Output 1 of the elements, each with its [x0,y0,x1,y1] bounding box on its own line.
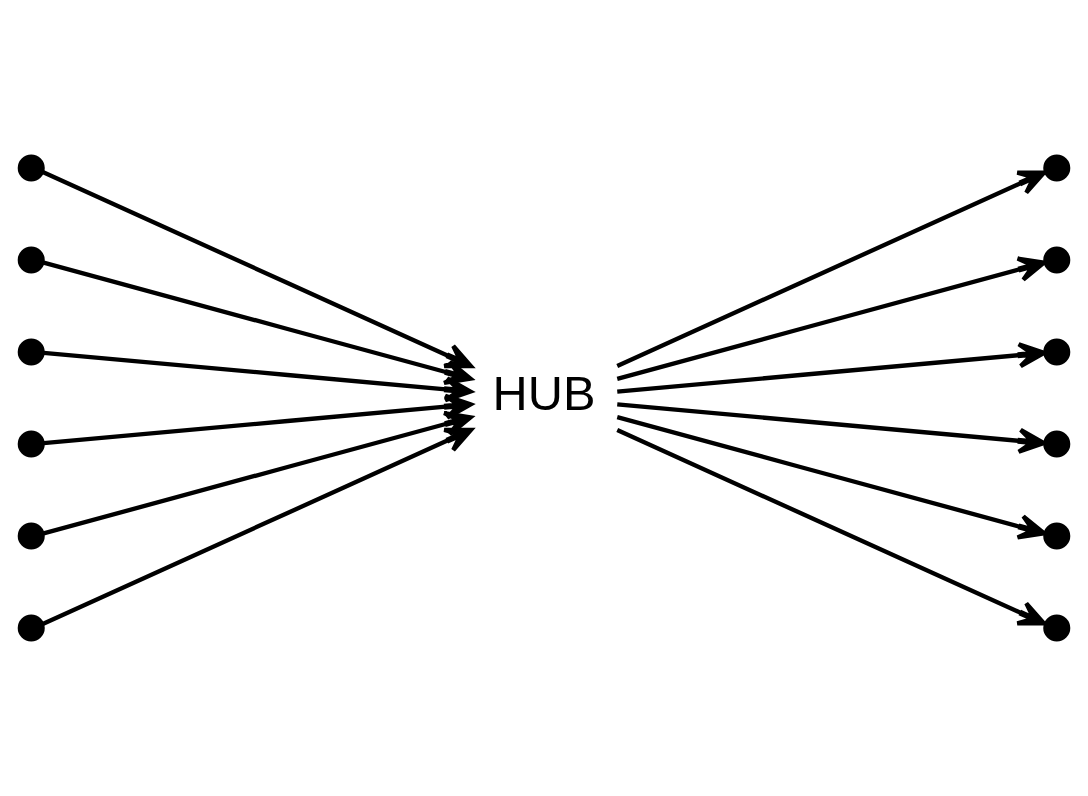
node-text: HUB [492,365,596,420]
